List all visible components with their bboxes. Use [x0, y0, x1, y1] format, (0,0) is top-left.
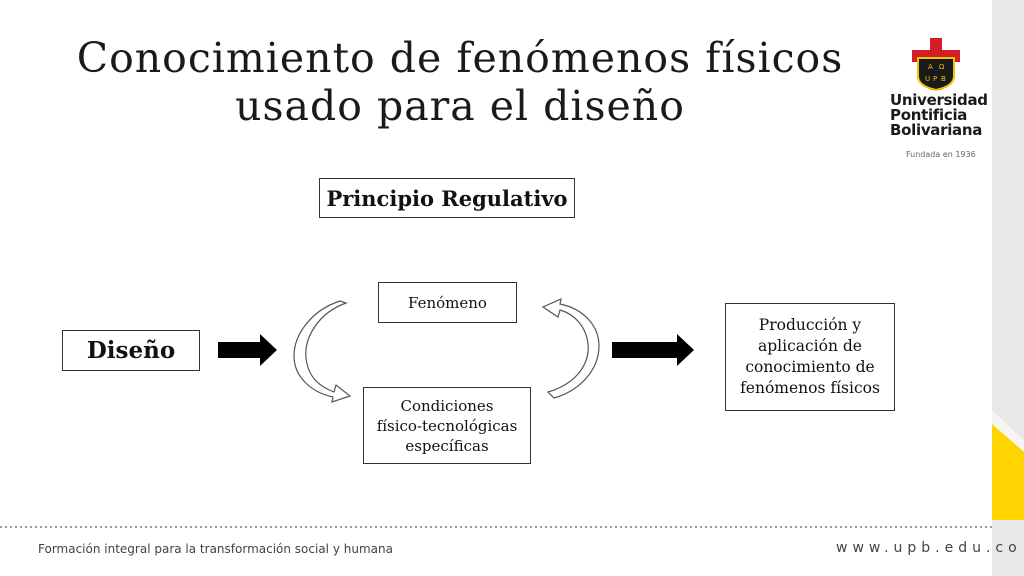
upb-logo-emblem: A Ω U P B	[912, 38, 960, 92]
university-name-line-2: Pontificia	[890, 106, 968, 124]
university-name-line-3: Bolivariana	[890, 121, 983, 139]
produccion-line-2: aplicación de	[758, 337, 862, 355]
produccion-line-3: conocimiento de	[745, 358, 875, 376]
emblem-letter-b: B	[941, 75, 946, 83]
founded-label: Fundada en 1936	[906, 150, 976, 159]
produccion-line-1: Producción y	[758, 316, 862, 334]
title-line-1: Conocimiento de fenómenos físicos	[76, 34, 844, 82]
condiciones-line-1: Condiciones	[400, 396, 494, 415]
arrow-right-2	[612, 334, 694, 366]
emblem-letter-u: U	[925, 75, 930, 83]
diseno-box: Diseño	[62, 330, 200, 371]
title-line-2: usado para el diseño	[235, 82, 685, 130]
university-name-line-1: Universidad	[890, 91, 988, 109]
condiciones-box: Condiciones físico-tecnológicas específi…	[363, 387, 531, 464]
fenomeno-box: Fenómeno	[378, 282, 517, 323]
emblem-letter-alpha: A	[928, 63, 933, 71]
produccion-box: Producción y aplicación de conocimiento …	[725, 303, 895, 411]
emblem-letter-omega: Ω	[939, 63, 945, 71]
footer-website[interactable]: www.upb.edu.co	[836, 540, 1022, 556]
slide-title: Conocimiento de fenómenos físicos usado …	[60, 34, 860, 130]
shield-icon	[917, 57, 955, 92]
condiciones-line-3: específicas	[405, 436, 489, 455]
footer-tagline: Formación integral para la transformació…	[38, 542, 393, 556]
accent-highlight	[992, 410, 1024, 452]
arrow-right-1	[218, 334, 277, 366]
principio-regulativo-box: Principio Regulativo	[319, 178, 575, 218]
produccion-line-4: fenómenos físicos	[740, 379, 880, 397]
condiciones-line-2: físico-tecnológicas	[376, 416, 518, 435]
curved-arrow-right	[541, 297, 600, 399]
curved-arrow-left	[293, 300, 352, 403]
university-name: Universidad Pontificia Bolivariana	[890, 93, 990, 138]
emblem-letter-p: P	[933, 75, 937, 83]
